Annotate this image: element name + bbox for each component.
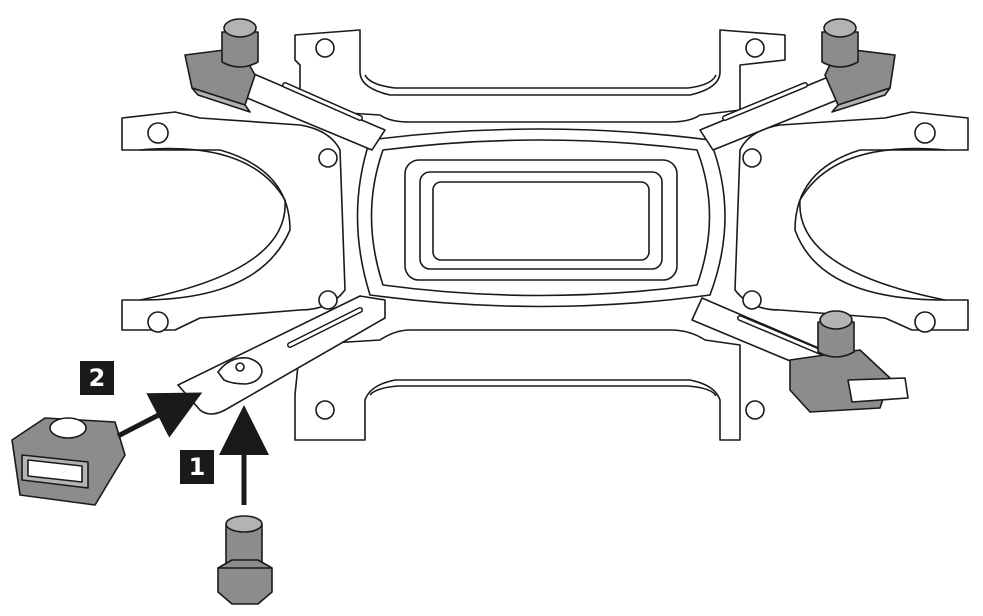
bottom-right-hardware bbox=[789, 310, 909, 413]
bottom-frame bbox=[294, 329, 765, 441]
right-frame bbox=[734, 111, 969, 333]
standoff-screw-icon bbox=[217, 515, 273, 605]
top-right-hardware bbox=[821, 18, 896, 113]
center-plate bbox=[356, 128, 726, 308]
left-frame bbox=[121, 111, 346, 333]
bottom-left-arm bbox=[177, 295, 386, 415]
step-2-badge: 2 bbox=[80, 361, 114, 395]
sliding-clip-icon bbox=[11, 417, 126, 506]
top-right-arm bbox=[699, 67, 863, 151]
top-left-hardware bbox=[184, 18, 259, 113]
step2-arrow bbox=[116, 392, 203, 439]
top-frame bbox=[294, 29, 786, 123]
step-1-badge: 1 bbox=[180, 450, 214, 484]
